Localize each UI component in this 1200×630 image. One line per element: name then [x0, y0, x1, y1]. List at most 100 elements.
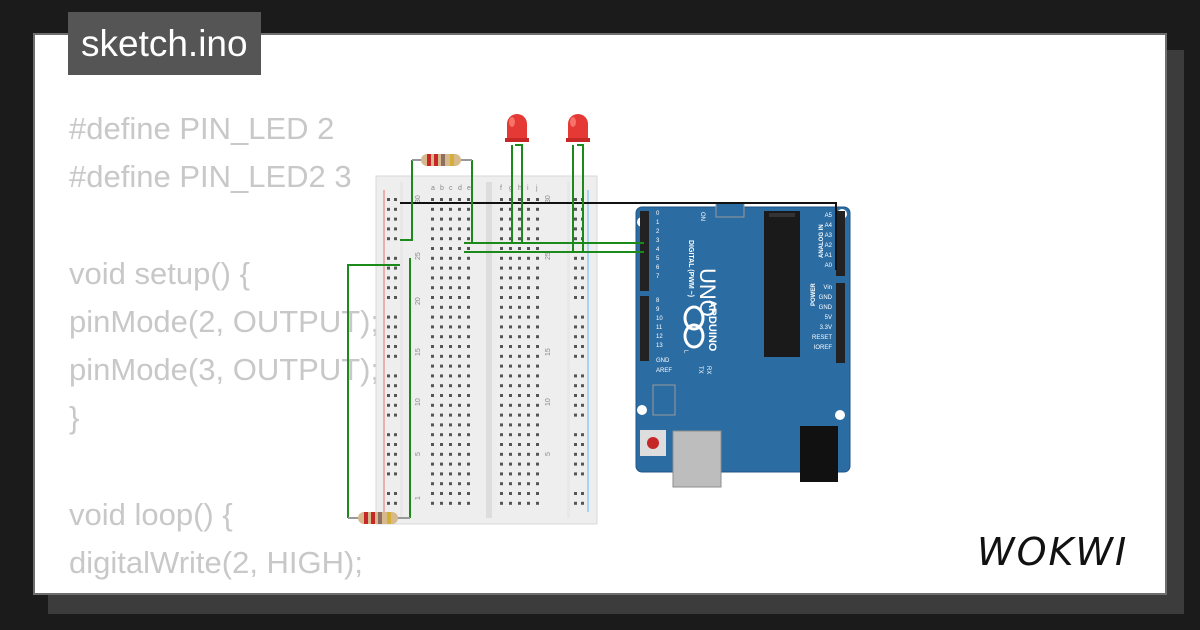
rail-hole	[387, 501, 390, 505]
breadboard-hole	[536, 237, 539, 241]
wires	[347, 144, 837, 518]
rail-hole	[574, 256, 577, 260]
led-1[interactable]	[505, 114, 529, 142]
breadboard-hole	[527, 227, 530, 231]
breadboard-hole	[500, 384, 503, 388]
rail-hole	[574, 354, 577, 358]
breadboard-hole	[440, 501, 443, 505]
rail-hole	[387, 452, 390, 456]
breadboard-hole	[467, 335, 470, 339]
column-letter: e	[467, 185, 471, 192]
rail-hole	[387, 315, 390, 319]
wire-gnd[interactable]	[400, 202, 837, 270]
column-letter: d	[458, 185, 462, 192]
rail-hole	[394, 472, 397, 476]
breadboard-hole	[431, 394, 434, 397]
breadboard-hole	[458, 482, 461, 486]
rail-hole	[574, 384, 577, 388]
breadboard-hole	[431, 423, 434, 427]
reset-button-cap	[647, 437, 659, 449]
wire-resistor1-left[interactable]	[400, 160, 413, 241]
breadboard-hole	[458, 433, 461, 437]
rail-hole	[394, 198, 397, 201]
breadboard-hole	[536, 423, 539, 427]
breadboard-hole	[449, 443, 452, 446]
row-number: 20	[415, 297, 422, 305]
breadboard-hole	[527, 472, 530, 476]
breadboard-hole	[458, 492, 461, 495]
breadboard-hole	[449, 374, 452, 378]
resistor-1[interactable]	[412, 154, 472, 166]
breadboard-hole	[536, 256, 539, 260]
breadboard-hole	[440, 198, 443, 201]
breadboard-hole	[467, 198, 470, 201]
rail-hole	[394, 354, 397, 358]
breadboard-hole	[536, 364, 539, 368]
breadboard-hole	[458, 403, 461, 407]
breadboard-hole	[518, 452, 521, 456]
rail-hole	[574, 501, 577, 505]
breadboard-hole	[440, 227, 443, 231]
breadboard-hole	[431, 256, 434, 260]
code-line: pinMode(2, OUTPUT);	[69, 303, 380, 339]
code-line: #define PIN_LED 2	[69, 111, 335, 146]
breadboard-hole	[467, 276, 470, 280]
breadboard-hole	[500, 374, 503, 378]
wire-resistor2-left[interactable]	[347, 264, 400, 518]
breadboard-hole	[509, 501, 512, 505]
breadboard-hole	[500, 472, 503, 476]
breadboard-hole	[431, 207, 434, 211]
wire-led2-anode[interactable]	[577, 144, 584, 252]
breadboard-hole	[440, 413, 443, 417]
breadboard-hole	[518, 443, 521, 446]
breadboard-hole	[458, 207, 461, 211]
breadboard-hole	[527, 384, 530, 388]
breadboard-hole	[440, 423, 443, 427]
rail-hole	[394, 413, 397, 417]
breadboard-hole	[431, 354, 434, 358]
rail-hole	[581, 452, 584, 456]
breadboard-hole	[431, 305, 434, 309]
arduino-uno-board[interactable]: UNO ARDUINO DIGITAL (PWM ~) ANALOG IN PO…	[635, 202, 851, 488]
rail-hole	[387, 433, 390, 437]
rail-hole	[394, 374, 397, 378]
wire-led1-anode[interactable]	[515, 144, 523, 243]
power-label: POWER	[811, 283, 817, 306]
rail-hole	[574, 394, 577, 397]
breadboard-hole	[536, 325, 539, 329]
breadboard-hole	[518, 296, 521, 299]
breadboard-hole	[440, 384, 443, 388]
breadboard-hole	[527, 217, 530, 221]
breadboard-hole	[431, 286, 434, 290]
breadboard-hole	[458, 296, 461, 299]
resistor-2[interactable]	[348, 512, 410, 524]
breadboard-hole	[518, 482, 521, 486]
digital-pin-labels: 0 1 2 3 4 5 6 7 8 9 10 11 12 13 GND AREF	[656, 211, 672, 374]
rail-hole	[581, 335, 584, 339]
breadboard-hole	[527, 413, 530, 417]
breadboard-hole	[509, 227, 512, 231]
breadboard-hole	[440, 374, 443, 378]
mounting-hole	[835, 410, 845, 420]
digital-header-lower	[640, 296, 649, 361]
breadboard-hole	[449, 423, 452, 427]
row-number: 15	[415, 348, 422, 356]
rail-hole	[387, 335, 390, 339]
breadboard-hole	[536, 482, 539, 486]
breadboard-hole	[518, 207, 521, 211]
breadboard-hole	[500, 315, 503, 319]
pin-label: GND	[656, 358, 670, 364]
breadboard-hole	[467, 384, 470, 388]
rail-hole	[387, 266, 390, 270]
rail-hole	[394, 443, 397, 446]
pin-label: 3.3V	[820, 325, 832, 331]
pin-label: A2	[825, 243, 833, 249]
rail-hole	[581, 276, 584, 280]
breadboard-hole	[536, 296, 539, 299]
breadboard-hole	[431, 443, 434, 446]
pin-label: Vin	[823, 285, 832, 291]
breadboard-hole	[467, 296, 470, 299]
breadboard-hole	[440, 394, 443, 397]
led-2[interactable]	[566, 114, 590, 142]
breadboard-hole	[440, 433, 443, 437]
